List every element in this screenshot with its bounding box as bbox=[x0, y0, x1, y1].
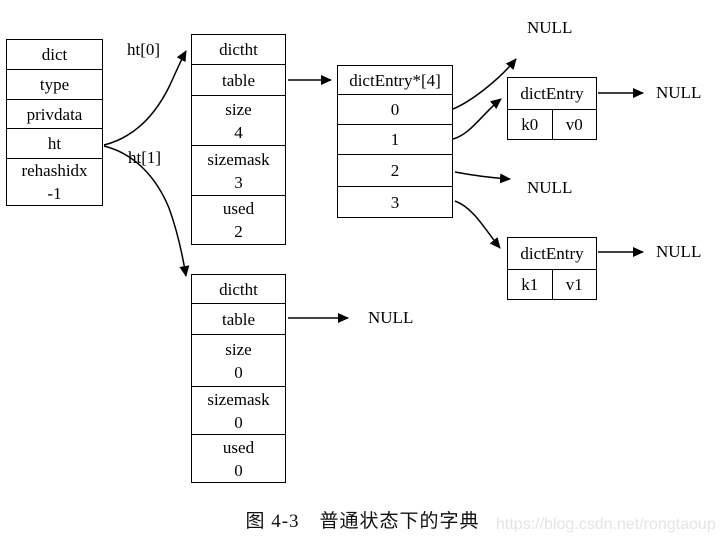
dict-entry-0-key: k0 bbox=[521, 114, 539, 134]
sizemask-value: 0 bbox=[234, 412, 243, 432]
watermark-url: https://blog.csdn.net/rongtaoup bbox=[496, 516, 716, 533]
dict-entry-1-value: v1 bbox=[551, 270, 597, 299]
dictht-top-used-row: used 2 bbox=[192, 195, 285, 244]
null-label-slot0: NULL bbox=[527, 18, 573, 37]
dict-row-ht: ht bbox=[7, 128, 102, 158]
bucket-array-box: dictEntry*[4] 0 1 2 3 bbox=[337, 65, 453, 218]
used-label: used bbox=[222, 437, 255, 457]
dictht-top-sizemask-row: sizemask 3 bbox=[192, 145, 285, 195]
rehashidx-value: -1 bbox=[47, 183, 62, 203]
dict-row-rehashidx: rehashidx -1 bbox=[7, 157, 102, 205]
used-value: 2 bbox=[234, 222, 243, 241]
dict-entry-0-title: dictEntry bbox=[520, 84, 584, 103]
arrow-slot2-to-null bbox=[454, 171, 511, 184]
null-label-entry1-next: NULL bbox=[656, 242, 702, 261]
null-label-entry0-next: NULL bbox=[656, 83, 702, 102]
ht0-pointer-label: ht[0] bbox=[127, 40, 161, 59]
dictht-top-table-row: table bbox=[192, 64, 285, 95]
bucket-slot-2: 2 bbox=[338, 154, 452, 186]
used-label: used bbox=[222, 199, 255, 218]
dict-row-type: type bbox=[7, 69, 102, 99]
dict-entry-1-title: dictEntry bbox=[520, 244, 584, 263]
figure-caption: 图 4-3 普通状态下的字典 bbox=[245, 511, 480, 532]
size-label: size bbox=[225, 339, 252, 359]
bucket-slot-0: 0 bbox=[338, 94, 452, 124]
dictht-bottom-box: dictht table size 0 sizemask 0 used 0 bbox=[191, 274, 286, 483]
bucket-array-header: dictEntry*[4] bbox=[349, 70, 441, 90]
arrow-ht0-pointer bbox=[103, 50, 187, 146]
bucket-slot-1: 1 bbox=[338, 124, 452, 154]
sizemask-value: 3 bbox=[234, 172, 243, 192]
dict-struct-box: dict type privdata ht rehashidx -1 bbox=[6, 39, 103, 206]
dict-row-title: dict bbox=[41, 45, 68, 65]
dictht-bottom-used-row: used 0 bbox=[192, 434, 285, 482]
bucket-slot-3: 3 bbox=[338, 186, 452, 217]
dictht-top-header: dictht bbox=[219, 40, 258, 59]
dict-entry-1-key: k1 bbox=[521, 274, 539, 294]
size-value: 0 bbox=[234, 362, 243, 382]
dict-row-privdata: privdata bbox=[7, 98, 102, 129]
arrow-slot1-to-entry0 bbox=[452, 98, 502, 140]
arrow-slot3-to-entry1 bbox=[454, 200, 501, 249]
dict-entry-0-kv: k0 v0 bbox=[508, 109, 596, 139]
sizemask-label: sizemask bbox=[207, 389, 270, 409]
dict-entry-0-box: dictEntry k0 v0 bbox=[507, 77, 597, 140]
size-label: size bbox=[225, 99, 252, 119]
dict-entry-0-value: v0 bbox=[551, 110, 597, 139]
dict-entry-1-kv: k1 v1 bbox=[508, 269, 596, 299]
size-value: 4 bbox=[234, 122, 243, 142]
null-label-slot2: NULL bbox=[527, 178, 573, 197]
rehashidx-label: rehashidx bbox=[21, 160, 88, 180]
null-label-empty-table: NULL bbox=[368, 308, 414, 327]
dictht-top-size-row: size 4 bbox=[192, 95, 285, 145]
dict-entry-1-box: dictEntry k1 v1 bbox=[507, 237, 597, 300]
dictht-top-box: dictht table size 4 sizemask 3 used 2 bbox=[191, 34, 286, 245]
dictht-bottom-header: dictht bbox=[219, 279, 258, 299]
dictht-bottom-table-row: table bbox=[192, 303, 285, 334]
used-value: 0 bbox=[234, 460, 243, 480]
ht1-pointer-label: ht[1] bbox=[128, 148, 162, 167]
sizemask-label: sizemask bbox=[207, 149, 270, 169]
dictht-bottom-size-row: size 0 bbox=[192, 334, 285, 386]
dictht-bottom-sizemask-row: sizemask 0 bbox=[192, 386, 285, 434]
